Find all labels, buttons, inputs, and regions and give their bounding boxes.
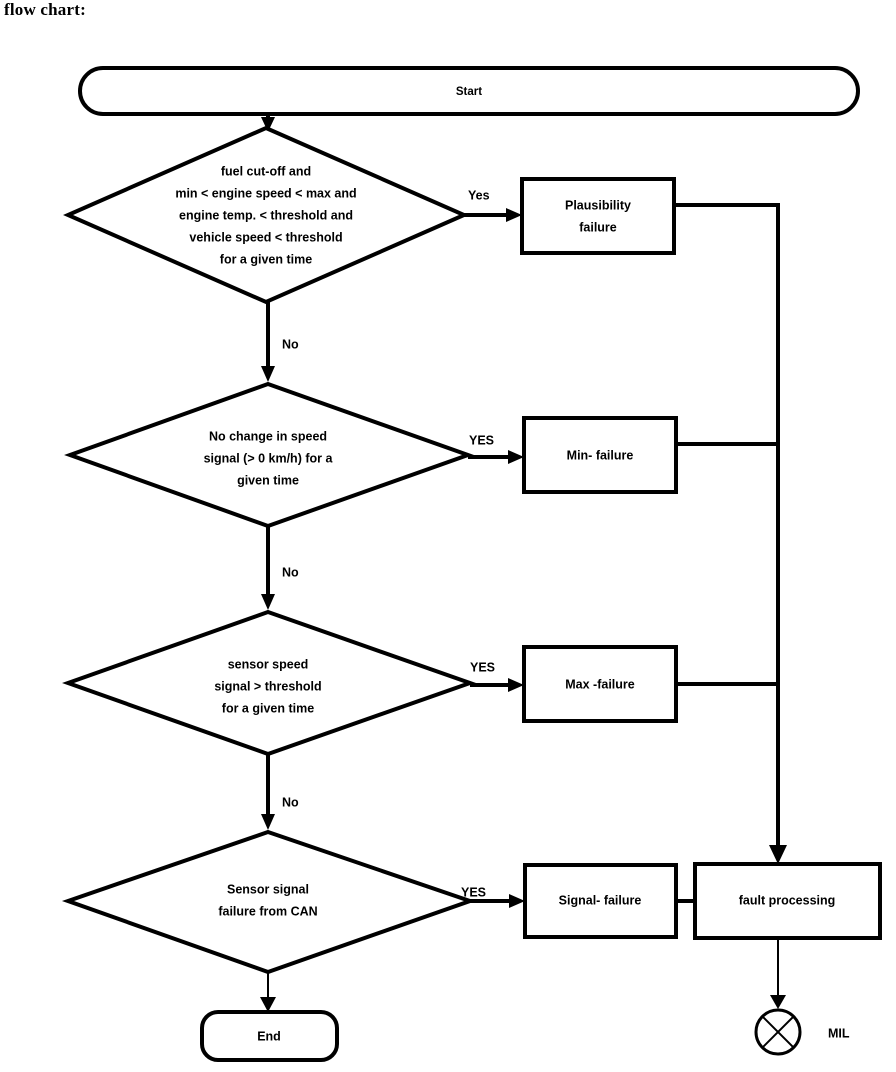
start-label: Start [456, 86, 482, 98]
node-start[interactable]: Start [78, 66, 860, 116]
decision1-line4: vehicle speed < threshold [189, 230, 342, 244]
node-max-failure[interactable]: Max -failure [522, 645, 678, 723]
arrowhead-icon-fault-processing [769, 845, 787, 864]
node-decision-plausibility[interactable]: fuel cut-off and min < engine speed < ma… [63, 125, 469, 305]
decision4-shape [61, 829, 477, 975]
min-failure-line1: Min- failure [567, 448, 634, 462]
edge-decision2-yes: YES [468, 433, 524, 464]
start-shape [78, 66, 860, 116]
mil-lamp-cross-2 [761, 1015, 795, 1049]
decision3-line1: sensor speed [228, 657, 309, 671]
edge-label-d2-yes: YES [469, 433, 494, 447]
decision3-line3: for a given time [222, 701, 314, 715]
decision2-line3: given time [237, 473, 299, 487]
edge-decision4-to-end [260, 972, 276, 1012]
arrowhead-icon [261, 117, 275, 132]
arrowhead-icon [508, 678, 524, 692]
arrowhead-icon [260, 997, 276, 1012]
plausibility-failure-shape [520, 177, 676, 255]
edge-decision2-no: No [261, 526, 299, 610]
end-shape [200, 1010, 339, 1062]
mil-label: MIL [828, 1026, 850, 1040]
edge-label-d3-no: No [282, 795, 299, 809]
fault-processing-shape [693, 862, 882, 940]
signal-failure-line1: Signal- failure [559, 893, 642, 907]
arrowhead-icon [509, 894, 525, 908]
node-fault-processing[interactable]: fault processing [693, 862, 882, 940]
decision1-line5: for a given time [220, 252, 312, 266]
end-label: End [257, 1029, 281, 1043]
decision2-line2: signal (> 0 km/h) for a [204, 451, 334, 465]
node-signal-failure[interactable]: Signal- failure [523, 863, 678, 939]
edge-decision4-yes: YES [461, 885, 525, 908]
edge-decision3-yes: YES [470, 660, 524, 692]
arrowhead-icon [261, 814, 275, 830]
node-decision-sensor-speed[interactable]: sensor speed signal > threshold for a gi… [62, 609, 477, 757]
max-failure-shape [522, 645, 678, 723]
node-decision-no-change-speed[interactable]: No change in speed signal (> 0 km/h) for… [64, 381, 474, 529]
decision3-line2: signal > threshold [214, 679, 321, 693]
decision1-line2: min < engine speed < max and [175, 186, 356, 200]
arrowhead-icon [261, 594, 275, 610]
edge-decision1-yes: Yes [464, 188, 522, 222]
node-mil-lamp[interactable]: MIL [754, 1008, 850, 1056]
edge-start-to-decision1 [261, 114, 275, 132]
plausibility-failure-line1: Plausibility [565, 198, 631, 212]
arrowhead-icon [261, 366, 275, 382]
arrowhead-icon [508, 450, 524, 464]
node-min-failure[interactable]: Min- failure [522, 416, 678, 494]
node-decision-sensor-signal-can[interactable]: Sensor signal failure from CAN [61, 829, 477, 975]
decision1-line1: fuel cut-off and [221, 164, 311, 178]
signal-failure-shape [523, 863, 678, 939]
max-failure-line1: Max -failure [565, 677, 635, 691]
edge-label-d3-yes: YES [470, 660, 495, 674]
edge-label-d2-no: No [282, 565, 299, 579]
plausibility-failure-line2: failure [579, 220, 617, 234]
fault-processing-line1: fault processing [739, 893, 836, 907]
edge-decision1-no: No [261, 302, 299, 382]
decision1-line3: engine temp. < threshold and [179, 208, 353, 222]
node-end[interactable]: End [200, 1010, 339, 1062]
min-failure-shape [522, 416, 678, 494]
arrowhead-icon [506, 208, 522, 222]
decision4-line1: Sensor signal [227, 882, 309, 896]
decision2-line1: No change in speed [209, 429, 327, 443]
edge-plausibility-to-fault-bus [674, 203, 780, 850]
edge-fault-processing-to-mil [770, 938, 786, 1009]
arrowhead-icon [770, 995, 786, 1009]
edge-label-d4-yes: YES [461, 885, 486, 899]
edge-decision3-no: No [261, 754, 299, 830]
page-title: flow chart: [4, 0, 86, 19]
decision4-line2: failure from CAN [218, 904, 317, 918]
edge-label-d1-yes: Yes [468, 188, 490, 202]
node-plausibility-failure[interactable]: Plausibility failure [520, 177, 676, 255]
edge-label-d1-no: No [282, 337, 299, 351]
